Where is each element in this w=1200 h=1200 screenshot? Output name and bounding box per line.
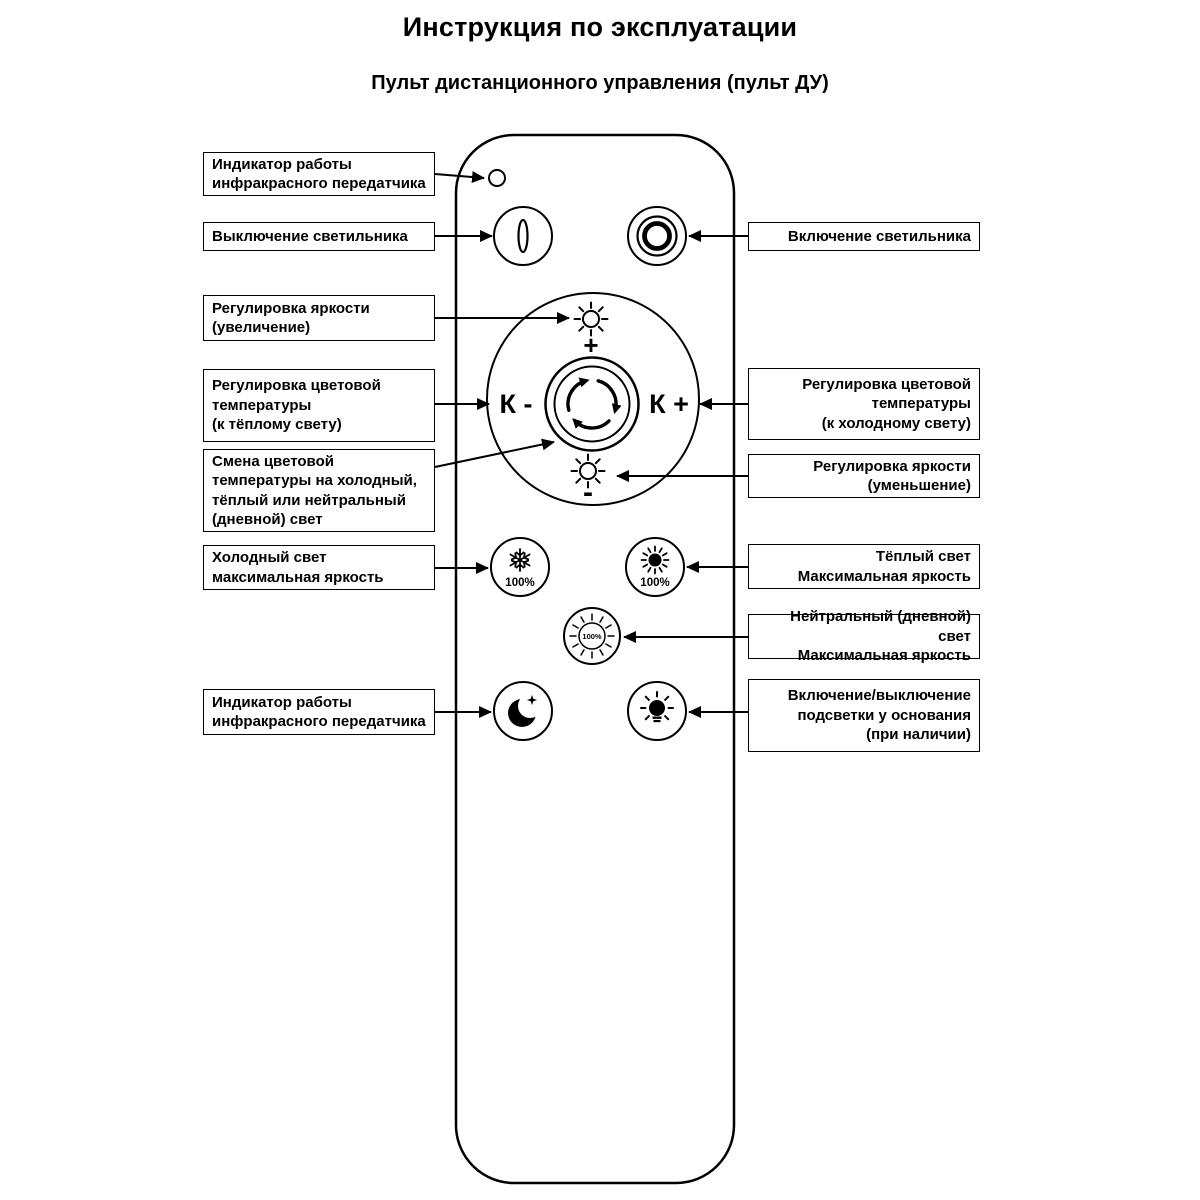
base-light-button (627, 681, 687, 741)
label-color-temp-warm: Регулировка цветовой температуры (к тёпл… (203, 369, 435, 442)
neutral-percent-label: 100% (582, 632, 602, 641)
arrow-ir-top (434, 171, 485, 184)
moon-icon (508, 694, 542, 727)
label-text: Регулировка цветовой температуры (к тёпл… (212, 377, 381, 434)
label-text: Включение/выключение подсветки у основан… (787, 687, 971, 744)
night-mode-button (493, 681, 553, 741)
power-off-icon (517, 218, 529, 254)
color-cycle-button (544, 356, 640, 452)
ir-led (488, 169, 506, 187)
arrow-color-cycle (434, 438, 555, 468)
label-text: Выключение светильника (212, 227, 408, 245)
label-text: Регулировка яркости (увеличение) (212, 299, 370, 337)
label-text: Индикатор работы инфракрасного передатчи… (212, 693, 426, 731)
callout-arrows (434, 171, 748, 718)
label-text: Тёплый свет Максимальная яркость (797, 548, 971, 585)
label-neutral-max: Нейтральный (дневной) свет Максимальная … (748, 608, 980, 664)
power-on-icon (636, 215, 678, 257)
k-plus-label: К + (649, 389, 689, 419)
label-color-temp-cold: Регулировка цветовой температуры (к холо… (748, 368, 980, 440)
warm-percent-label: 100% (640, 577, 669, 589)
label-color-temp-switch: Смена цветовой температуры на холодный, … (203, 449, 435, 532)
label-base-light: Включение/выключение подсветки у основан… (748, 679, 980, 752)
label-text: Индикатор работы инфракрасного передатчи… (212, 155, 426, 193)
brightness-down-icon (570, 453, 606, 489)
label-ir-indicator-bottom: Индикатор работы инфракрасного передатчи… (203, 689, 435, 735)
label-ir-indicator-top: Индикатор работы инфракрасного передатчи… (203, 152, 435, 196)
label-brightness-up: Регулировка яркости (увеличение) (203, 295, 435, 341)
cold-max-button: 100% (490, 537, 550, 597)
power-on-button (627, 206, 687, 266)
label-power-on: Включение светильника (748, 222, 980, 251)
bulb-icon (640, 691, 674, 723)
page-subtitle: Пульт дистанционного управления (пульт Д… (371, 72, 829, 94)
label-power-off: Выключение светильника (203, 222, 435, 251)
label-text: Включение светильника (787, 227, 971, 245)
star-icon (526, 694, 538, 706)
label-text: Регулировка цветовой температуры (к холо… (802, 375, 971, 432)
label-text: Регулировка яркости (уменьшение) (813, 457, 971, 495)
label-text: Смена цветовой температуры на холодный, … (212, 452, 417, 529)
snowflake-icon (509, 548, 531, 572)
label-text: Холодный свет максимальная яркость (212, 549, 384, 586)
warm-max-button: 100% (625, 537, 685, 597)
page-title: Инструкция по эксплуатации (402, 12, 798, 42)
k-minus-label: К - (500, 389, 533, 419)
label-brightness-down: Регулировка яркости (уменьшение) (748, 454, 980, 498)
power-off-button (493, 206, 553, 266)
label-warm-max: Тёплый свет Максимальная яркость (748, 544, 980, 589)
brightness-up-sign: + (583, 330, 598, 360)
warm-sun-icon (640, 545, 670, 575)
neutral-max-button: 100% (563, 607, 621, 665)
rotating-arrows-icon (566, 377, 622, 430)
label-cold-max: Холодный свет максимальная яркость (203, 545, 435, 590)
cold-percent-label: 100% (505, 577, 534, 589)
brightness-up-icon (573, 301, 609, 337)
label-text: Нейтральный (дневной) свет Максимальная … (790, 608, 971, 665)
brightness-down-sign: - (583, 476, 593, 509)
neutral-sun-icon (569, 613, 615, 659)
